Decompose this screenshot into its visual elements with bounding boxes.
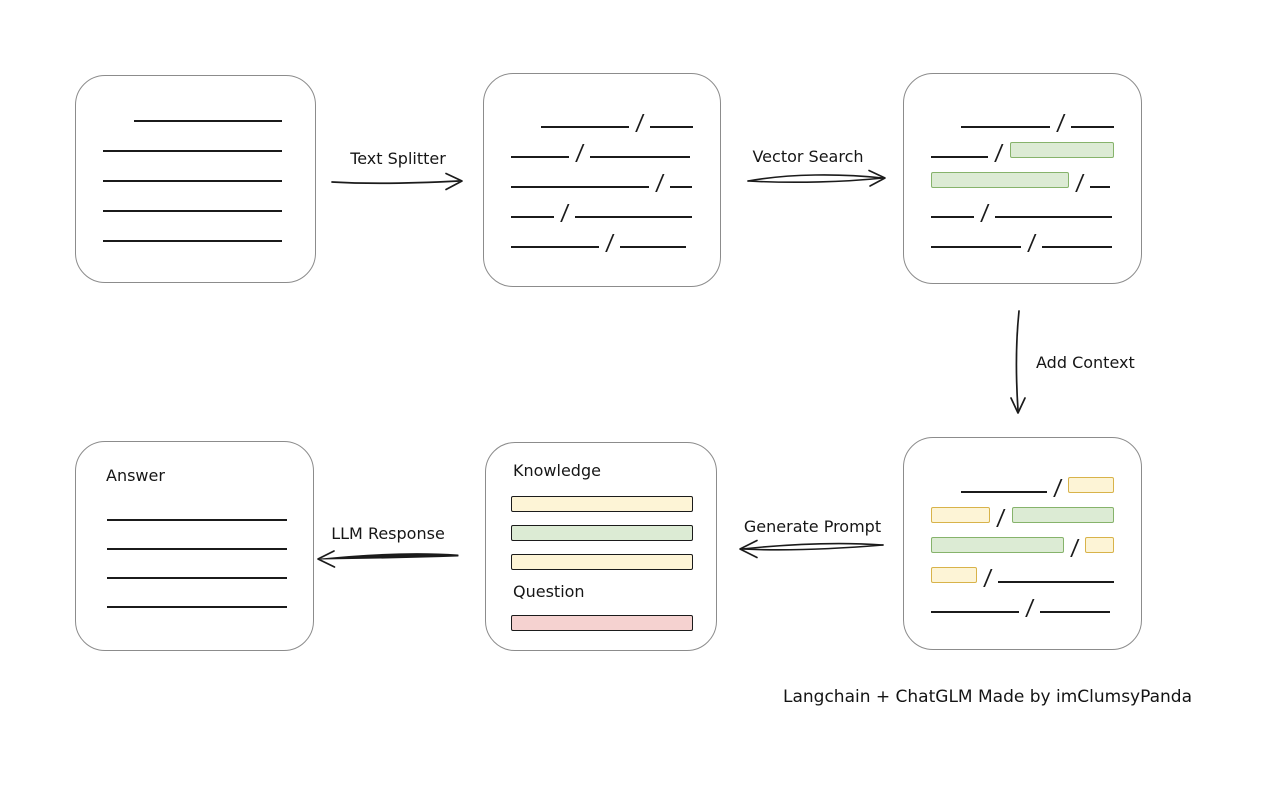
vector-search-label: Vector Search	[752, 147, 864, 166]
text-row: /	[511, 218, 693, 256]
knowledge-bars	[511, 496, 693, 583]
text-row: /	[931, 158, 1114, 196]
green-chunk	[1009, 142, 1114, 158]
answer-box: Answer	[75, 441, 314, 651]
text-row: /	[931, 493, 1114, 531]
text-line	[511, 246, 599, 248]
text-splitter-arrow	[331, 172, 463, 191]
vector-matches-box: /////	[903, 73, 1142, 284]
text-line	[961, 126, 1051, 128]
text-line	[134, 120, 282, 122]
text-row: /	[931, 218, 1114, 256]
text-line	[1090, 186, 1111, 188]
text-line	[670, 186, 693, 188]
text-row: /	[931, 128, 1114, 166]
text-row	[103, 122, 288, 152]
yellow-chunk	[931, 567, 977, 583]
slash-separator: /	[982, 566, 993, 591]
text-row: /	[931, 98, 1114, 136]
vector-search-arrow	[747, 169, 886, 187]
slash-separator: /	[1024, 596, 1035, 621]
llm-response-arrow	[317, 550, 459, 568]
text-line	[590, 156, 691, 158]
text-splitter-label: Text Splitter	[350, 149, 446, 168]
text-row	[103, 152, 288, 182]
text-line	[961, 491, 1047, 493]
answer-line	[107, 548, 287, 550]
source-document-box	[75, 75, 316, 283]
text-row: /	[511, 158, 693, 196]
answer-line	[107, 519, 287, 521]
context-chunks-box: /////	[903, 437, 1142, 650]
slash-separator: /	[634, 111, 645, 136]
text-line	[103, 240, 282, 242]
answer-line	[107, 606, 287, 608]
text-row: /	[931, 583, 1114, 621]
text-row: /	[931, 188, 1114, 226]
vector-matches-rows: /////	[931, 98, 1114, 256]
yellow-chunk	[1085, 537, 1114, 553]
text-line	[103, 150, 282, 152]
context-chunks-rows: /////	[931, 463, 1114, 621]
yellow-bar	[511, 496, 693, 512]
yellow-chunk	[1068, 477, 1114, 493]
text-line	[541, 126, 629, 128]
green-chunk	[1011, 507, 1114, 523]
text-line	[931, 216, 974, 218]
text-line	[998, 581, 1114, 583]
slash-separator: /	[1069, 536, 1080, 561]
source-document-rows	[103, 92, 288, 242]
yellow-chunk	[931, 507, 991, 523]
green-chunk	[931, 172, 1069, 188]
text-line	[931, 611, 1019, 613]
knowledge-label: Knowledge	[513, 461, 601, 480]
text-row: /	[931, 463, 1114, 501]
text-row: /	[511, 128, 693, 166]
answer-line	[107, 577, 287, 579]
text-line	[103, 180, 282, 182]
text-row	[103, 182, 288, 212]
text-line	[650, 126, 693, 128]
text-line	[1040, 611, 1111, 613]
text-row	[103, 92, 288, 122]
text-row: /	[511, 188, 693, 226]
text-line	[995, 216, 1113, 218]
slash-separator: /	[1052, 476, 1063, 501]
text-row	[103, 212, 288, 242]
split-text-box: /////	[483, 73, 721, 287]
text-row: /	[511, 98, 693, 136]
slash-separator: /	[604, 231, 615, 256]
text-row: /	[931, 523, 1114, 561]
text-line	[931, 156, 989, 158]
text-line	[1071, 126, 1114, 128]
yellow-bar	[511, 554, 693, 570]
generate-prompt-arrow	[739, 539, 884, 559]
text-line	[1042, 246, 1113, 248]
answer-lines	[107, 519, 287, 635]
text-row: /	[931, 553, 1114, 591]
prompt-box: Knowledge Question	[485, 442, 717, 651]
credit-caption: Langchain + ChatGLM Made by imClumsyPand…	[783, 687, 1192, 707]
generate-prompt-label: Generate Prompt	[743, 517, 882, 536]
text-line	[103, 210, 282, 212]
text-line	[511, 216, 554, 218]
text-line	[620, 246, 687, 248]
question-label: Question	[513, 582, 585, 601]
text-line	[511, 186, 649, 188]
add-context-label: Add Context	[1036, 353, 1135, 372]
split-text-rows: /////	[511, 98, 693, 256]
llm-response-label: LLM Response	[331, 524, 445, 543]
add-context-arrow	[1010, 310, 1026, 414]
answer-label: Answer	[106, 466, 165, 485]
green-chunk	[931, 537, 1064, 553]
text-line	[575, 216, 693, 218]
text-line	[931, 246, 1021, 248]
slash-separator: /	[1026, 231, 1037, 256]
text-line	[511, 156, 569, 158]
question-bars	[511, 615, 693, 644]
red-bar	[511, 615, 693, 631]
green-bar	[511, 525, 693, 541]
